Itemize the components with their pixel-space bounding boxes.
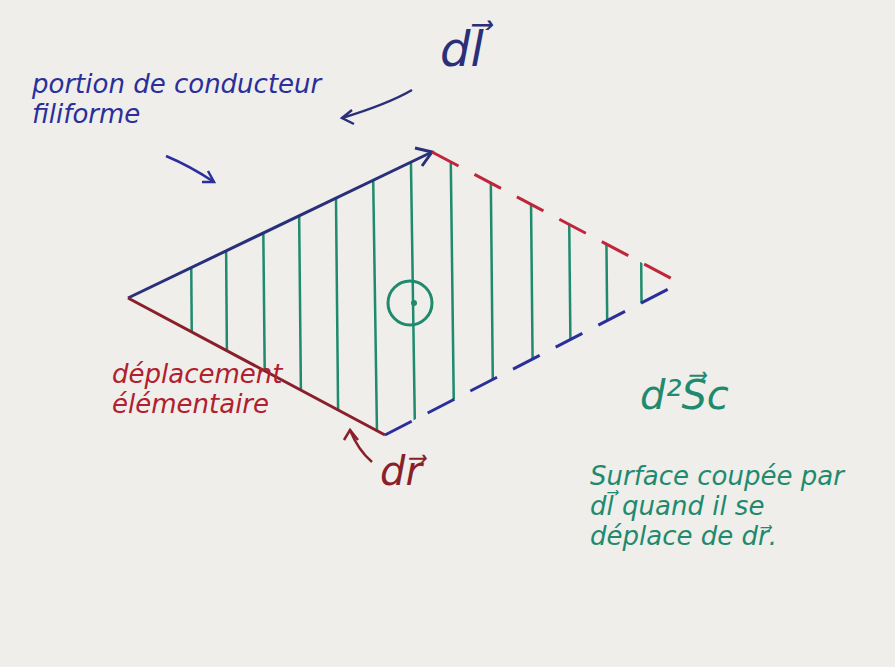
leader-arrow [202, 171, 214, 182]
vector-label: dl⃗ [440, 22, 550, 77]
leader-arrow [342, 110, 354, 124]
vector-label: dr⃗ [380, 448, 480, 494]
surface-note: Surface coupée par dl⃗ quand il se dépla… [590, 462, 850, 552]
normal-symbol [388, 281, 432, 325]
displacement-label: déplacement élémentaire [112, 360, 312, 420]
surface-label: d²S⃗c [640, 372, 780, 418]
conductor-segment [128, 152, 432, 298]
leader-arrow [344, 430, 358, 440]
arrow-head [415, 148, 432, 166]
leader-arrow [342, 90, 412, 118]
normal-dot [411, 300, 417, 306]
conductor-label: portion de conducteur filiforme [32, 70, 332, 130]
leader-arrow [166, 156, 214, 182]
dashed-edge [432, 152, 680, 283]
dashed-edge [385, 283, 680, 435]
